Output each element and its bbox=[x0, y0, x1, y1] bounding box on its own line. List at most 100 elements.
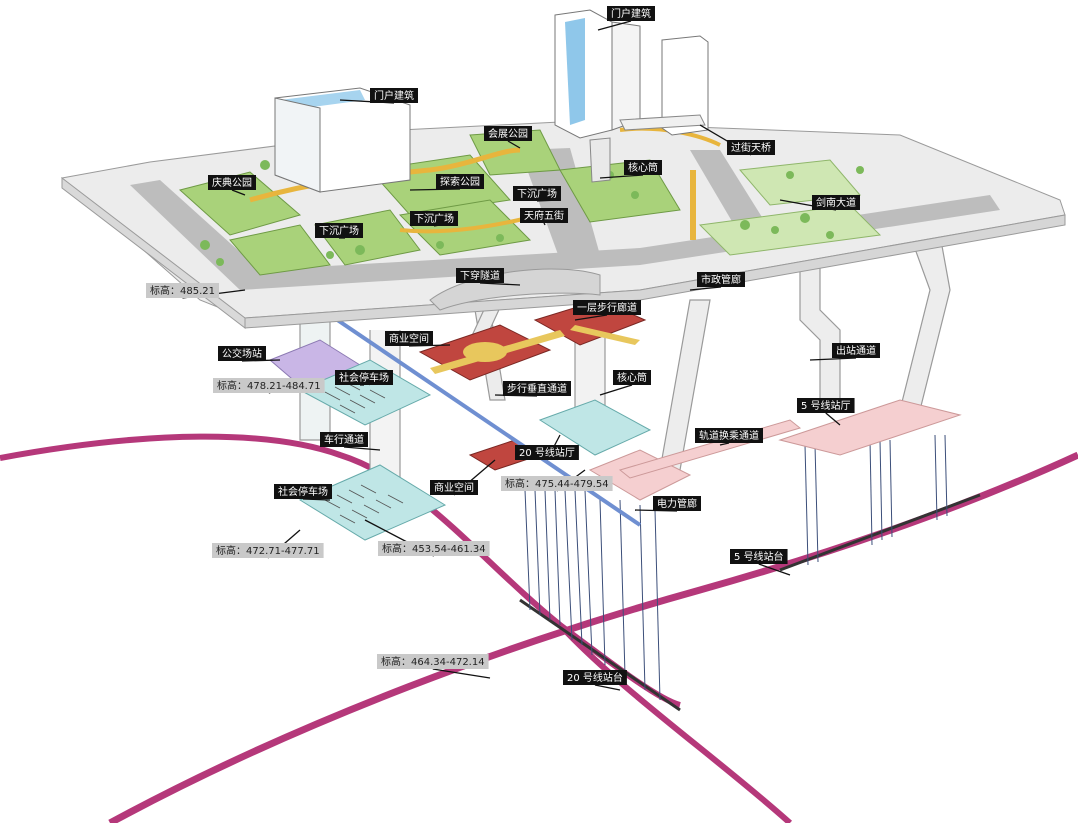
label-text-elev-bus: 标高：478.21-484.71 bbox=[217, 379, 321, 392]
label-jiancai-avenue: 剑南大道 bbox=[812, 195, 860, 210]
label-gateway-building-top: 门户建筑 bbox=[607, 6, 655, 21]
leader-elev-line5-platform bbox=[432, 668, 491, 679]
label-line5-hall: 5 号线站厅 bbox=[797, 398, 855, 413]
label-text-exit-passage: 出站通道 bbox=[836, 344, 876, 357]
label-text-pedestrian-corridor: 一层步行廊道 bbox=[577, 301, 637, 314]
label-power-gallery: 电力管廊 bbox=[653, 496, 701, 511]
leader-exit-passage bbox=[809, 357, 857, 361]
label-box-bus-station bbox=[218, 346, 266, 361]
green-left-lower bbox=[229, 224, 331, 276]
leader-gateway-building-top bbox=[597, 20, 632, 31]
label-rail-transfer: 轨道换乘通道 bbox=[695, 428, 763, 443]
label-text-gateway-building-left: 门户建筑 bbox=[374, 89, 414, 102]
label-vertical-walkway: 步行垂直通道 bbox=[503, 381, 571, 396]
leader-tianfu-fifth-street bbox=[543, 222, 546, 226]
label-box-public-parking-lower bbox=[274, 484, 332, 499]
leader-vehicle-passage bbox=[343, 446, 381, 451]
label-commercial-space-upper: 商业空间 bbox=[385, 331, 433, 346]
metro-lines bbox=[0, 433, 1078, 823]
label-box-elev-bus bbox=[213, 378, 325, 393]
label-elev-parking-lower: 标高：472.71-477.71 bbox=[212, 543, 324, 558]
label-core-tube-top: 核心筒 bbox=[624, 160, 662, 175]
label-box-sunken-plaza-left bbox=[315, 223, 363, 238]
road-right bbox=[690, 150, 770, 235]
label-box-line20-platform bbox=[563, 670, 627, 685]
label-box-underpass-tunnel bbox=[456, 268, 504, 283]
label-core-tube-mid: 核心筒 bbox=[613, 370, 651, 385]
label-text-exploration-park: 探索公园 bbox=[440, 175, 480, 188]
leader-celebration-park bbox=[231, 189, 246, 196]
leader-core-tube-top bbox=[599, 174, 644, 179]
label-text-core-tube-top: 核心筒 bbox=[628, 161, 658, 174]
label-commercial-space-lower: 商业空间 bbox=[430, 480, 478, 495]
label-box-celebration-park bbox=[208, 175, 256, 190]
label-box-tianfu-fifth-street bbox=[520, 208, 568, 223]
label-line5-platform: 5 号线站台 bbox=[730, 549, 788, 564]
bridge-structure bbox=[619, 114, 706, 131]
label-box-line5-hall bbox=[797, 398, 855, 413]
right-column-2 bbox=[899, 234, 951, 411]
label-text-elev-ground: 标高：485.21 bbox=[150, 284, 215, 297]
label-text-elev-line5-platform: 标高：464.34-472.14 bbox=[381, 655, 485, 668]
leader-public-parking-lower bbox=[302, 498, 331, 501]
label-box-elev-ground bbox=[146, 283, 219, 298]
label-box-exploration-park bbox=[436, 174, 484, 189]
label-text-elev-parking-lower: 标高：472.71-477.71 bbox=[216, 544, 320, 557]
label-text-vehicle-passage: 车行通道 bbox=[324, 433, 364, 446]
label-box-commercial-space-lower bbox=[430, 480, 478, 495]
label-box-elev-parking-lower bbox=[212, 543, 324, 558]
label-elev-bus: 标高：478.21-484.71 bbox=[213, 378, 325, 393]
label-elev-line20-platform-deep: 标高：453.54-461.34 bbox=[378, 541, 490, 556]
label-box-jiancai-avenue bbox=[812, 195, 860, 210]
label-box-vertical-walkway bbox=[503, 381, 571, 396]
label-text-municipal-pipe-gallery: 市政管廊 bbox=[701, 273, 741, 286]
label-box-overpass-bridge bbox=[727, 140, 775, 155]
label-text-line20-hall: 20 号线站厅 bbox=[519, 446, 575, 459]
leader-rail-transfer bbox=[719, 442, 730, 446]
label-elev-line20-hall: 标高：475.44-479.54 bbox=[501, 476, 613, 491]
label-box-vehicle-passage bbox=[320, 432, 368, 447]
label-overpass-bridge: 过街天桥 bbox=[727, 140, 775, 155]
label-text-commercial-space-lower: 商业空间 bbox=[434, 481, 474, 494]
label-vehicle-passage: 车行通道 bbox=[320, 432, 368, 447]
green-far-right bbox=[698, 204, 882, 256]
label-text-bus-station: 公交场站 bbox=[222, 347, 262, 360]
green-sunken-right bbox=[559, 159, 681, 223]
label-text-elev-line20-platform-deep: 标高：453.54-461.34 bbox=[382, 542, 486, 555]
gateway-building-top-glass bbox=[565, 18, 585, 125]
label-text-gateway-building-top: 门户建筑 bbox=[611, 7, 651, 20]
label-text-overpass-bridge: 过街天桥 bbox=[731, 141, 771, 154]
corridor-link-2 bbox=[570, 325, 640, 345]
label-box-power-gallery bbox=[653, 496, 701, 511]
label-bus-station: 公交场站 bbox=[218, 346, 266, 361]
label-text-rail-transfer: 轨道换乘通道 bbox=[699, 429, 759, 442]
deep-shaft-lines bbox=[524, 434, 948, 701]
line20-hall-slab bbox=[538, 399, 652, 456]
label-underpass-tunnel: 下穿隧道 bbox=[456, 268, 504, 283]
label-text-line5-platform: 5 号线站台 bbox=[734, 550, 784, 563]
metro-line-line20-platform bbox=[519, 598, 681, 712]
label-celebration-park: 庆典公园 bbox=[208, 175, 256, 190]
leader-underpass-tunnel bbox=[479, 282, 521, 286]
gateway-tower-2 bbox=[611, 21, 641, 131]
label-text-line5-hall: 5 号线站厅 bbox=[801, 399, 851, 412]
label-text-vertical-walkway: 步行垂直通道 bbox=[507, 382, 567, 395]
label-elev-ground: 标高：485.21 bbox=[146, 283, 219, 298]
label-box-public-parking-upper bbox=[335, 370, 393, 385]
label-text-sunken-plaza-right: 下沉广场 bbox=[517, 187, 557, 200]
label-box-core-tube-mid bbox=[613, 370, 651, 385]
line5-hall-slab bbox=[778, 399, 962, 456]
tianfu-post bbox=[690, 170, 696, 240]
label-text-tianfu-fifth-street: 天府五街 bbox=[524, 209, 564, 222]
label-box-gateway-building-left bbox=[370, 88, 418, 103]
label-box-elev-line5-platform bbox=[377, 654, 489, 669]
label-box-sunken-plaza-right bbox=[513, 186, 561, 201]
label-box-elev-line20-hall bbox=[501, 476, 613, 491]
leader-line5-platform bbox=[758, 563, 791, 576]
label-tianfu-fifth-street: 天府五街 bbox=[520, 208, 568, 223]
label-box-gateway-building-top bbox=[607, 6, 655, 21]
parking-lower-slab bbox=[298, 464, 447, 541]
leader-exploration-park bbox=[409, 188, 461, 191]
label-sunken-plaza-mid: 下沉广场 bbox=[410, 211, 458, 226]
